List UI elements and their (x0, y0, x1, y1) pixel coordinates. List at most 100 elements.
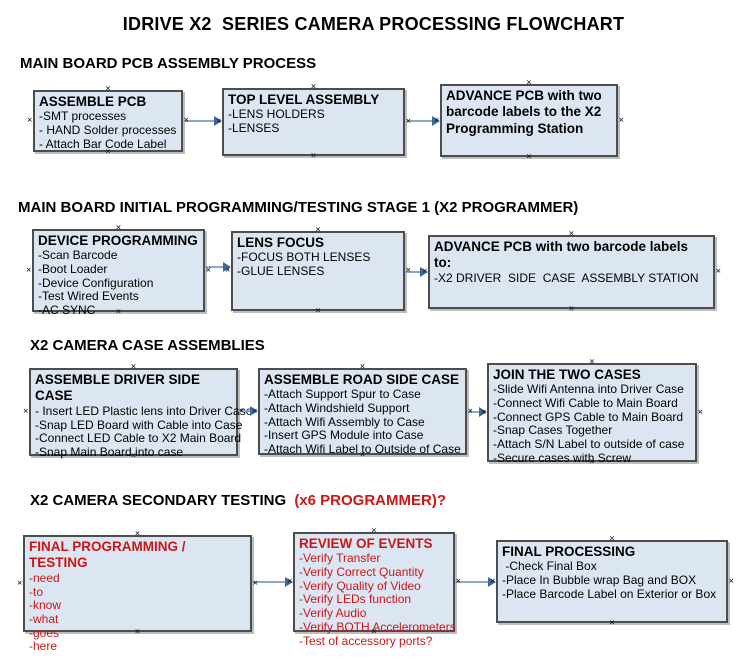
flow-box-item: -Verify Transfer (299, 551, 381, 566)
flow-box-item: -Scan Barcode (38, 248, 118, 263)
flow-box-item: -SMT processes (39, 109, 127, 124)
arrow-line (405, 271, 423, 273)
flow-box-item: - Insert LED Plastic lens into Driver Ca… (35, 403, 253, 418)
arrow-line (252, 581, 288, 583)
arrow-head-icon (223, 262, 231, 272)
flow-box-item: -know (29, 598, 62, 613)
connection-point-icon: × (609, 534, 615, 544)
flow-box-join-the-two-cases[interactable]: × × × × JOIN THE TWO CASES -Slide Wifi A… (481, 358, 703, 467)
connection-point-icon: × (618, 115, 624, 125)
connection-point-icon: × (490, 576, 496, 586)
connection-point-icon: × (252, 406, 258, 416)
arrow-line (455, 581, 491, 583)
flow-box-item: -Attach Wifi Assembly to Case (264, 414, 425, 429)
connection-point-icon: × (310, 151, 317, 161)
connection-point-icon: × (310, 82, 317, 92)
flow-box-item: -AC SYNC (38, 303, 96, 318)
flow-box-title: FINAL PROGRAMMING / TESTING (29, 539, 186, 571)
connection-point-icon: × (287, 576, 293, 587)
section-header-red-text: (x6 PROGRAMMER)? (294, 492, 446, 509)
connection-point-icon: × (315, 306, 321, 316)
arrow-head-icon (479, 407, 487, 417)
flow-box-item: -Attach Support Spur to Case (264, 387, 421, 402)
flow-box-item: -Attach Windshield Support (264, 401, 410, 416)
flow-box-item: -Verify Audio (299, 606, 367, 621)
flow-box-lens-focus[interactable]: × × × × LENS FOCUS -FOCUS BOTH LENSES -G… (225, 226, 411, 316)
flow-box-final-processing[interactable]: × × × × FINAL PROCESSING -Check Final Bo… (490, 535, 734, 628)
connection-point-icon: × (405, 265, 411, 276)
arrow-connector[interactable] (252, 577, 293, 587)
flow-box-title: LENS FOCUS (237, 235, 325, 250)
connection-point-icon: × (467, 406, 473, 416)
connection-point-icon: × (609, 618, 615, 628)
connection-point-icon: × (434, 115, 440, 125)
flow-box-item: -Verify Correct Quantity (299, 565, 424, 580)
flow-box-device-programming[interactable]: × × × × DEVICE PROGRAMMING -Scan Barcode… (26, 224, 211, 317)
flow-box-item: -Verify BOTH Accelerometers (299, 619, 456, 634)
flow-box-assemble-driver-side-case[interactable]: × × × × ASSEMBLE DRIVER SIDE CASE - Inse… (23, 363, 253, 461)
arrow-head-icon (432, 116, 440, 126)
flow-box-item: -Boot Loader (38, 262, 108, 277)
section-header-black-text: X2 CAMERA SECONDARY TESTING (30, 492, 291, 509)
arrow-connector[interactable] (405, 267, 428, 277)
flow-box-item: -Test of accessory ports? (299, 633, 433, 648)
flow-box-item: -Device Configuration (38, 275, 154, 290)
connection-point-icon: × (238, 406, 244, 417)
connection-point-icon: × (130, 362, 137, 372)
connection-point-icon: × (183, 115, 189, 126)
flow-box-item: -Snap Main Board into case (35, 444, 184, 459)
arrow-line (185, 120, 217, 122)
flow-box-assemble-pcb[interactable]: × × × × ASSEMBLE PCB -SMT processes - HA… (27, 85, 189, 157)
flow-box-item: -need (29, 570, 60, 585)
connection-point-icon: × (17, 578, 23, 588)
flow-box-title: REVIEW OF EVENTS (299, 536, 433, 551)
flow-box-item: -Check Final Box (502, 559, 597, 574)
connection-point-icon: × (371, 627, 377, 637)
flow-box-item: -here (29, 639, 58, 654)
flow-box-final-programming-testing[interactable]: × × × × FINAL PROGRAMMING / TESTING -nee… (17, 530, 258, 653)
connection-point-icon: × (216, 116, 222, 127)
flow-box-title: ASSEMBLE DRIVER SIDE CASE (35, 372, 201, 404)
section-header-secondary-testing: X2 CAMERA SECONDARY TESTING (x6 PROGRAMM… (30, 492, 446, 509)
flow-box-title: ASSEMBLE ROAD SIDE CASE (264, 372, 460, 387)
arrow-head-icon (250, 406, 258, 416)
flow-box-item: -GLUE LENSES (237, 264, 325, 279)
flow-box-title: ADVANCE PCB with two barcode labels to: (434, 239, 689, 271)
connection-point-icon: × (134, 627, 141, 637)
connection-point-icon: × (589, 357, 595, 367)
flow-box-title: ASSEMBLE PCB (39, 94, 147, 109)
arrow-connector[interactable] (455, 577, 496, 587)
flow-box-advance-pcb-programming-station[interactable]: × × × × ADVANCE PCB with two barcode lab… (434, 79, 624, 162)
arrow-connector[interactable] (407, 116, 440, 126)
arrow-connector[interactable] (238, 406, 258, 416)
flow-box-item: -Attach Wifi Label to Outside of Case (264, 442, 461, 457)
connection-point-icon: × (134, 529, 141, 539)
flow-box-item: - HAND Solder processes (39, 123, 177, 138)
arrow-line (467, 411, 482, 413)
flow-box-item: -LENSES (228, 121, 280, 136)
connection-point-icon: × (315, 225, 321, 235)
connection-point-icon: × (568, 229, 575, 239)
flow-box-top-level-assembly[interactable]: × × × × TOP LEVEL ASSEMBLY -LENS HOLDERS… (216, 83, 411, 161)
arrow-connector[interactable] (467, 407, 487, 417)
arrow-head-icon (285, 577, 293, 587)
flow-box-item: -what (29, 611, 59, 626)
page-title: IDRIVE X2 SERIES CAMERA PROCESSING FLOWC… (122, 14, 625, 34)
connection-point-icon: × (105, 84, 111, 94)
arrow-head-icon (420, 267, 428, 277)
connection-point-icon: × (115, 307, 122, 317)
connection-point-icon: × (526, 152, 532, 162)
connection-point-icon: × (115, 223, 122, 233)
flow-box-advance-pcb-driver-side-station[interactable]: × × × × ADVANCE PCB with two barcode lab… (422, 230, 721, 314)
arrow-connector[interactable] (185, 116, 222, 126)
flow-box-title: ADVANCE PCB with two barcode labels to t… (446, 88, 602, 136)
connection-point-icon: × (568, 304, 575, 314)
arrow-line (407, 120, 435, 122)
flow-box-item: -Connect Wifi Cable to Main Board (493, 396, 678, 411)
connection-point-icon: × (252, 578, 258, 588)
arrow-connector[interactable] (205, 262, 231, 272)
flow-box-review-of-events[interactable]: × × × × REVIEW OF EVENTS -Verify Transfe… (287, 527, 461, 648)
flow-box-assemble-road-side-case[interactable]: × × × × ASSEMBLE ROAD SIDE CASE -Attach … (252, 363, 473, 460)
flow-box-item: -X2 DRIVER SIDE CASE ASSEMBLY STATION (434, 270, 699, 285)
